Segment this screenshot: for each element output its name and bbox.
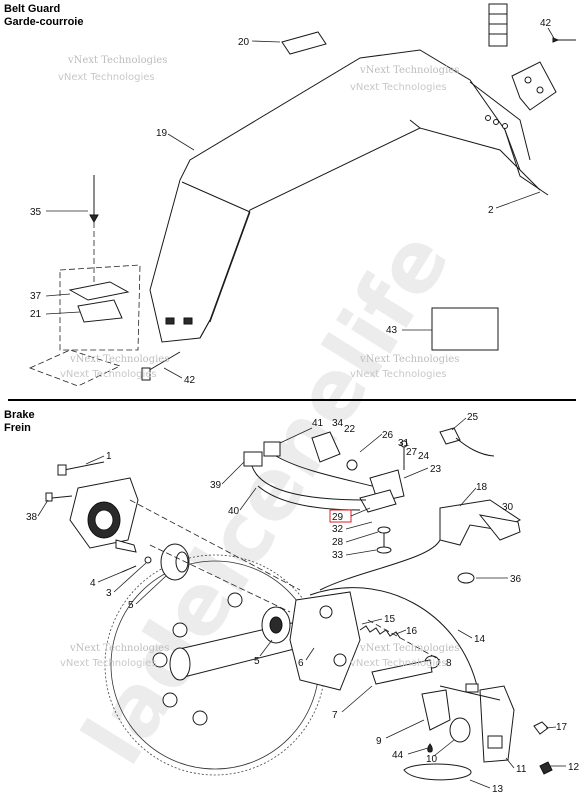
bracket-part-9 (421, 689, 451, 731)
plate-part-21 (77, 299, 123, 323)
watermark-text: vNext Technologies (359, 354, 459, 365)
decal-part-20 (281, 31, 327, 55)
watermark-text: vNext Technologies (69, 354, 169, 365)
watermark-text: vNext Technologies (67, 55, 167, 66)
callout-27: 27 (406, 447, 418, 458)
callout-34: 34 (332, 418, 344, 429)
brake-drawing (45, 427, 553, 781)
belt-guard-tab (469, 81, 549, 196)
connector-part-41 (263, 441, 281, 457)
watermark-text: vNext Technologies (359, 65, 459, 76)
callout-16: 16 (406, 626, 418, 637)
brake-title: Brake (4, 409, 35, 421)
callout-17: 17 (556, 722, 568, 733)
callout-25: 25 (467, 412, 479, 423)
callout-21: 21 (30, 309, 42, 320)
callout-19: 19 (156, 128, 168, 139)
belt-guard-callouts: 20 42 19 2 35 37 21 43 42 (30, 18, 556, 386)
callout-13: 13 (492, 784, 504, 795)
belt-guard-title: Belt Guard (4, 3, 60, 15)
watermarks: vNext Technologies vNext Technologies vN… (58, 55, 459, 669)
spark-plug (488, 3, 508, 47)
belt-guard-edge (181, 119, 421, 339)
brake-callouts: 41 34 22 26 31 25 27 24 23 1 39 18 30 38… (26, 412, 580, 795)
bracket-hole (524, 76, 532, 84)
callout-33: 33 (332, 550, 344, 561)
watermark-text: vNext Technologies (60, 658, 157, 669)
callout-22: 22 (344, 424, 356, 435)
watermark-text: vNext Technologies (350, 658, 447, 669)
callout-11: 11 (516, 764, 527, 775)
watermark-text: vNext Technologies (350, 369, 447, 380)
callout-9: 9 (376, 736, 382, 747)
belt-guard-drawing (28, 3, 576, 387)
callout-37: 37 (30, 291, 42, 302)
callout-5-upper: 5 (128, 600, 134, 611)
callout-7: 7 (332, 710, 338, 721)
cable-part-13 (403, 763, 472, 781)
callout-6: 6 (298, 658, 304, 669)
watermark-text: vNext Technologies (69, 643, 169, 654)
callout-10: 10 (426, 754, 438, 765)
callout-5: 5 (254, 656, 260, 667)
callout-23: 23 (430, 464, 442, 475)
pin-part-42-lower (141, 367, 151, 381)
bar-part-7 (371, 659, 433, 685)
callout-12: 12 (568, 762, 580, 773)
callout-29: 29 (332, 512, 344, 523)
clip-part-37 (68, 281, 130, 301)
callout-20: 20 (238, 37, 250, 48)
watermark-text: vNext Technologies (350, 82, 447, 93)
callout-39: 39 (210, 480, 222, 491)
callout-42-lower: 42 (184, 375, 196, 386)
callout-28: 28 (332, 537, 344, 548)
watermark-text: vNext Technologies (58, 72, 155, 83)
callout-30: 30 (502, 502, 514, 513)
callout-8: 8 (446, 658, 452, 669)
bracket-hole (536, 86, 544, 94)
belt-guard-part-19 (149, 49, 541, 343)
switch-part-34 (311, 431, 341, 463)
watermark-text: vNext Technologies (60, 369, 157, 380)
belt-guard-title-fr: Garde-courroie (4, 16, 83, 28)
callout-41: 41 (312, 418, 324, 429)
mount-bracket (511, 61, 557, 111)
callout-26: 26 (382, 430, 394, 441)
callout-2: 2 (488, 205, 494, 216)
callout-40: 40 (228, 506, 240, 517)
callout-18: 18 (476, 482, 488, 493)
callout-31: 31 (398, 438, 410, 449)
callout-15: 15 (384, 614, 396, 625)
callout-14: 14 (474, 634, 486, 645)
callout-1: 1 (106, 451, 112, 462)
callout-38: 38 (26, 512, 38, 523)
callout-42: 42 (540, 18, 552, 29)
callout-44: 44 (392, 750, 404, 761)
brake-lever-part-18 (439, 499, 521, 546)
callout-24: 24 (418, 451, 430, 462)
watermark-text: vNext Technologies (359, 643, 459, 654)
callout-36: 36 (510, 574, 522, 585)
label-box-part-43 (431, 307, 499, 351)
callout-35: 35 (30, 207, 42, 218)
callout-4: 4 (90, 578, 96, 589)
callout-32: 32 (332, 524, 344, 535)
lever-part-30 (478, 514, 521, 541)
spring-part-16 (359, 625, 401, 639)
callout-3: 3 (106, 588, 112, 599)
connector-part-39 (243, 451, 263, 467)
callout-43: 43 (386, 325, 398, 336)
brake-title-fr: Frein (4, 422, 31, 434)
cover-part-11 (479, 685, 515, 763)
